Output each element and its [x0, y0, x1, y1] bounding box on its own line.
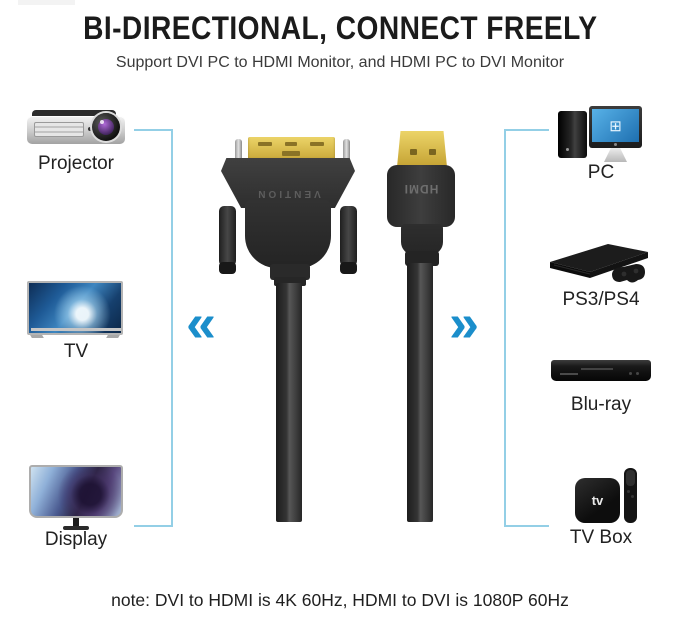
- ps4-icon: [544, 238, 656, 288]
- left-bracket-line: [134, 129, 173, 527]
- footer-note: note: DVI to HDMI is 4K 60Hz, HDMI to DV…: [111, 590, 569, 610]
- tv-remote: [624, 468, 637, 523]
- label-bluray: Blu-ray: [570, 394, 632, 415]
- pc-tower: [558, 111, 587, 158]
- dvi-screw-pin-left: [235, 139, 242, 159]
- dvi-thumbscrew-left: [219, 206, 236, 266]
- vention-brand-text: VENTION: [255, 188, 321, 199]
- display-icon: [29, 465, 123, 531]
- hdmi-cable: [407, 263, 433, 522]
- projector-icon: [27, 110, 125, 146]
- hdmi-label-text: HDMI: [403, 182, 439, 196]
- page-title: BI-DIRECTIONAL, CONNECT FREELY: [82, 10, 598, 46]
- dvi-thumbscrew-right: [340, 206, 357, 266]
- label-ps3-ps4: PS3/PS4: [562, 289, 640, 310]
- tv-logo-text: tv: [591, 493, 604, 508]
- label-display: Display: [44, 529, 108, 550]
- projector-lens: [92, 113, 120, 141]
- page-subtitle: Support DVI PC to HDMI Monitor, and HDMI…: [115, 54, 565, 71]
- bluray-player-icon: [551, 360, 651, 382]
- label-projector: Projector: [37, 153, 115, 174]
- right-bracket-line: [504, 129, 549, 527]
- dvi-screw-pin-right: [343, 139, 350, 159]
- chevron-left-icon: «: [186, 293, 217, 353]
- label-tv: TV: [63, 341, 89, 362]
- chevron-right-icon: »: [449, 293, 480, 353]
- tv-icon: [27, 281, 123, 339]
- pc-monitor: ⊞: [589, 106, 642, 148]
- pc-icon: ⊞: [556, 105, 644, 163]
- dvi-gold-plug: [248, 137, 335, 161]
- label-tv-box: TV Box: [569, 527, 633, 548]
- label-pc: PC: [587, 162, 615, 183]
- tv-box-icon: tv: [575, 468, 637, 526]
- windows-logo-icon: ⊞: [609, 117, 622, 135]
- image-edge-artifact: [18, 0, 75, 5]
- dvi-cable: [276, 283, 302, 522]
- hdmi-gold-plug: [397, 131, 447, 167]
- apple-tv-box: tv: [575, 478, 620, 523]
